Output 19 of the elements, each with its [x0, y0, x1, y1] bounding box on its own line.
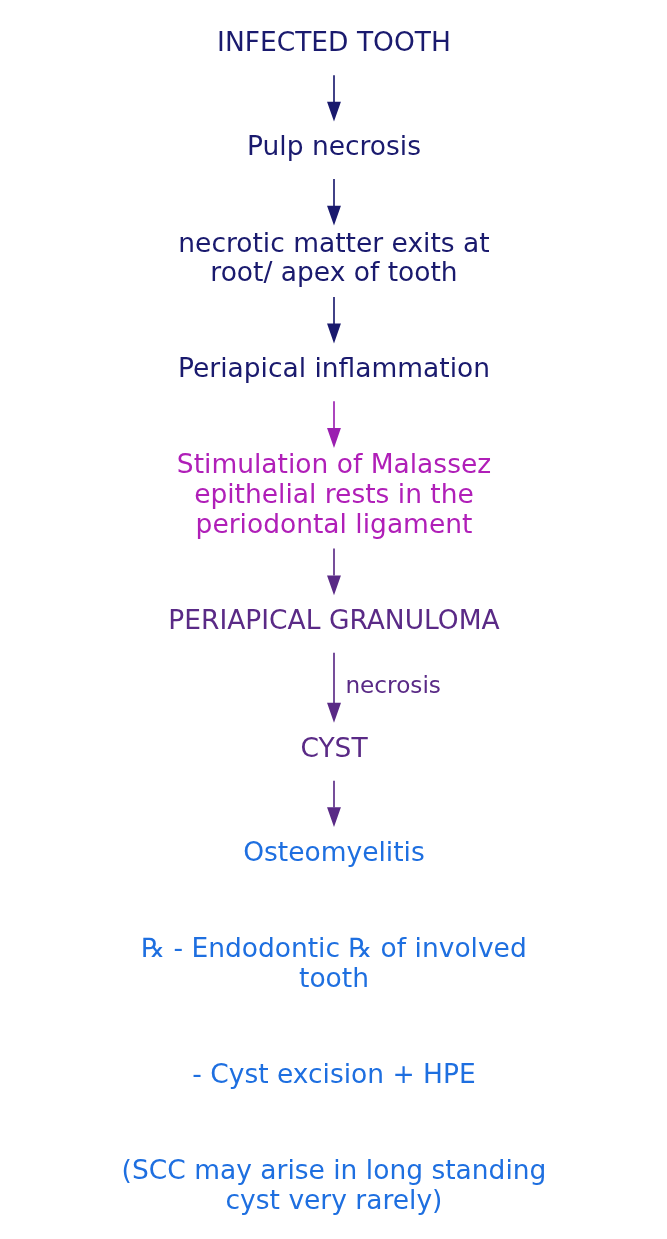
node-text: Osteomyelitis [242, 835, 425, 867]
node-text: PERIAPICAL GRANULOMA [167, 604, 500, 636]
arrow [326, 178, 341, 226]
label: (SCC may arise in long standing cyst very rarely) [121, 1153, 546, 1215]
arrow [326, 74, 341, 122]
arrow [326, 296, 341, 344]
label: - Cyst excision + HPE [191, 1057, 476, 1089]
node-text: INFECTED TOOTH [216, 26, 451, 58]
label: ℞ - Endodontic ℞ of involved tooth [140, 932, 527, 993]
node-text: Periapical inflammation [177, 352, 490, 384]
arrow [326, 651, 341, 723]
node-text: Stimulation of Malassez epithelial rests in the periodontal ligament [176, 448, 491, 540]
arrow [326, 400, 341, 448]
arrow [326, 547, 341, 596]
node-text: Pulp necrosis [246, 130, 421, 162]
arrow [326, 779, 341, 828]
node-text: CYST [299, 731, 368, 763]
node-text: necrotic matter exits at root/ apex of tooth [177, 226, 490, 288]
edge-label: necrosis [344, 670, 441, 698]
